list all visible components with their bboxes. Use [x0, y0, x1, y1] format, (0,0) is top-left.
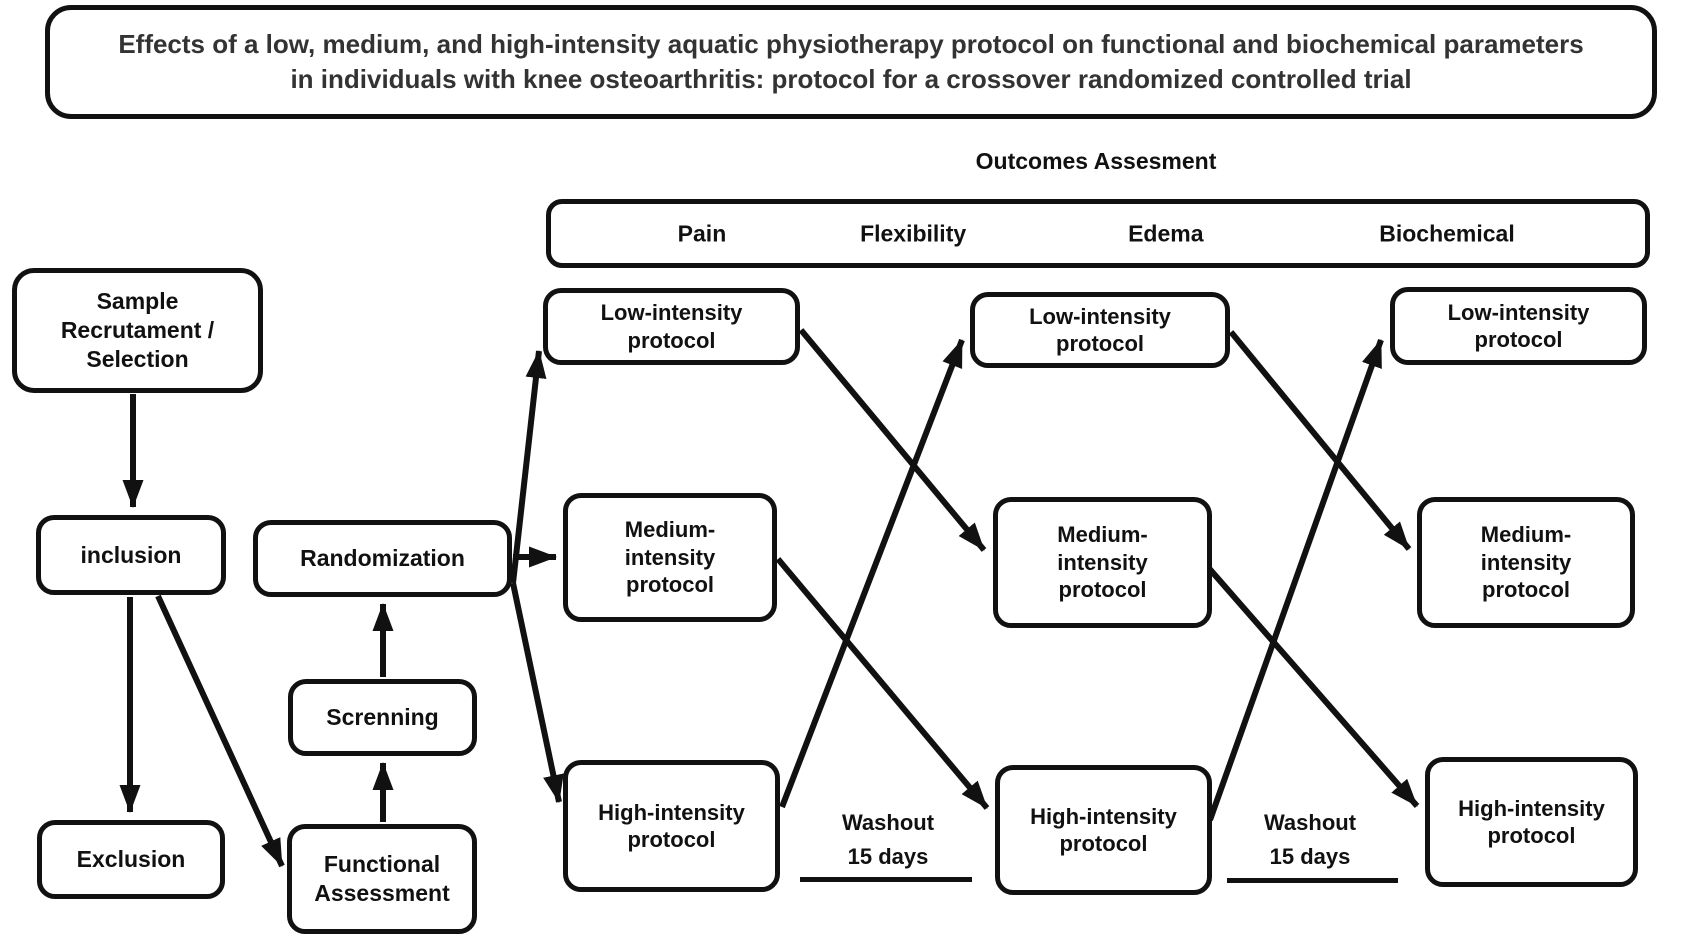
arrow-inclusion-to-functional: [155, 594, 285, 868]
node-low-protocol-phase3: Low-intensity protocol: [1390, 287, 1647, 365]
washout-2-line: [1227, 878, 1398, 883]
arrow-medium1-to-high2: [775, 557, 990, 810]
node-randomization: Randomization: [253, 520, 512, 597]
washout-2-label: Washout 15 days: [1263, 810, 1357, 870]
node-medium-protocol-phase3: Medium- intensity protocol: [1417, 497, 1635, 628]
node-exclusion: Exclusion: [37, 820, 225, 899]
node-functional-assessment: Functional Assessment: [287, 824, 477, 934]
node-sample-recruitment: Sample Recrutament / Selection: [12, 268, 263, 393]
outcome-biochemical: Biochemical: [1379, 220, 1515, 246]
arrow-medium2-to-high3: [1204, 564, 1420, 808]
arrow-high2-to-low3: [1207, 338, 1384, 822]
node-screening: Screnning: [288, 679, 477, 756]
figure-title: Effects of a low, medium, and high-inten…: [45, 5, 1657, 119]
node-medium-protocol-phase2: Medium- intensity protocol: [993, 497, 1212, 628]
arrow-low2-to-medium3: [1228, 330, 1412, 551]
node-inclusion: inclusion: [36, 515, 226, 595]
arrow-low1-to-medium2: [798, 328, 987, 552]
node-low-protocol-phase1: Low-intensity protocol: [543, 288, 800, 365]
arrow-randomization-to-low1: [510, 350, 547, 584]
outcome-pain: Pain: [677, 220, 727, 246]
node-high-protocol-phase3: High-intensity protocol: [1425, 757, 1638, 887]
washout-1-line: [800, 877, 972, 882]
node-high-protocol-phase2: High-intensity protocol: [995, 765, 1212, 895]
node-low-protocol-phase2: Low-intensity protocol: [970, 292, 1230, 368]
outcomes-assessment-header: Outcomes Assesment: [975, 148, 1217, 174]
node-medium-protocol-phase1: Medium- intensity protocol: [563, 493, 777, 622]
arrow-randomization-to-high1: [510, 582, 564, 803]
washout-1-label: Washout 15 days: [841, 810, 935, 870]
outcomes-measures-box: Pain Flexibility Edema Biochemical: [546, 199, 1650, 268]
arrow-high1-to-low2: [779, 338, 965, 809]
outcome-edema: Edema: [1128, 220, 1204, 246]
outcome-flexibility: Flexibility: [860, 220, 967, 246]
node-high-protocol-phase1: High-intensity protocol: [563, 760, 780, 892]
